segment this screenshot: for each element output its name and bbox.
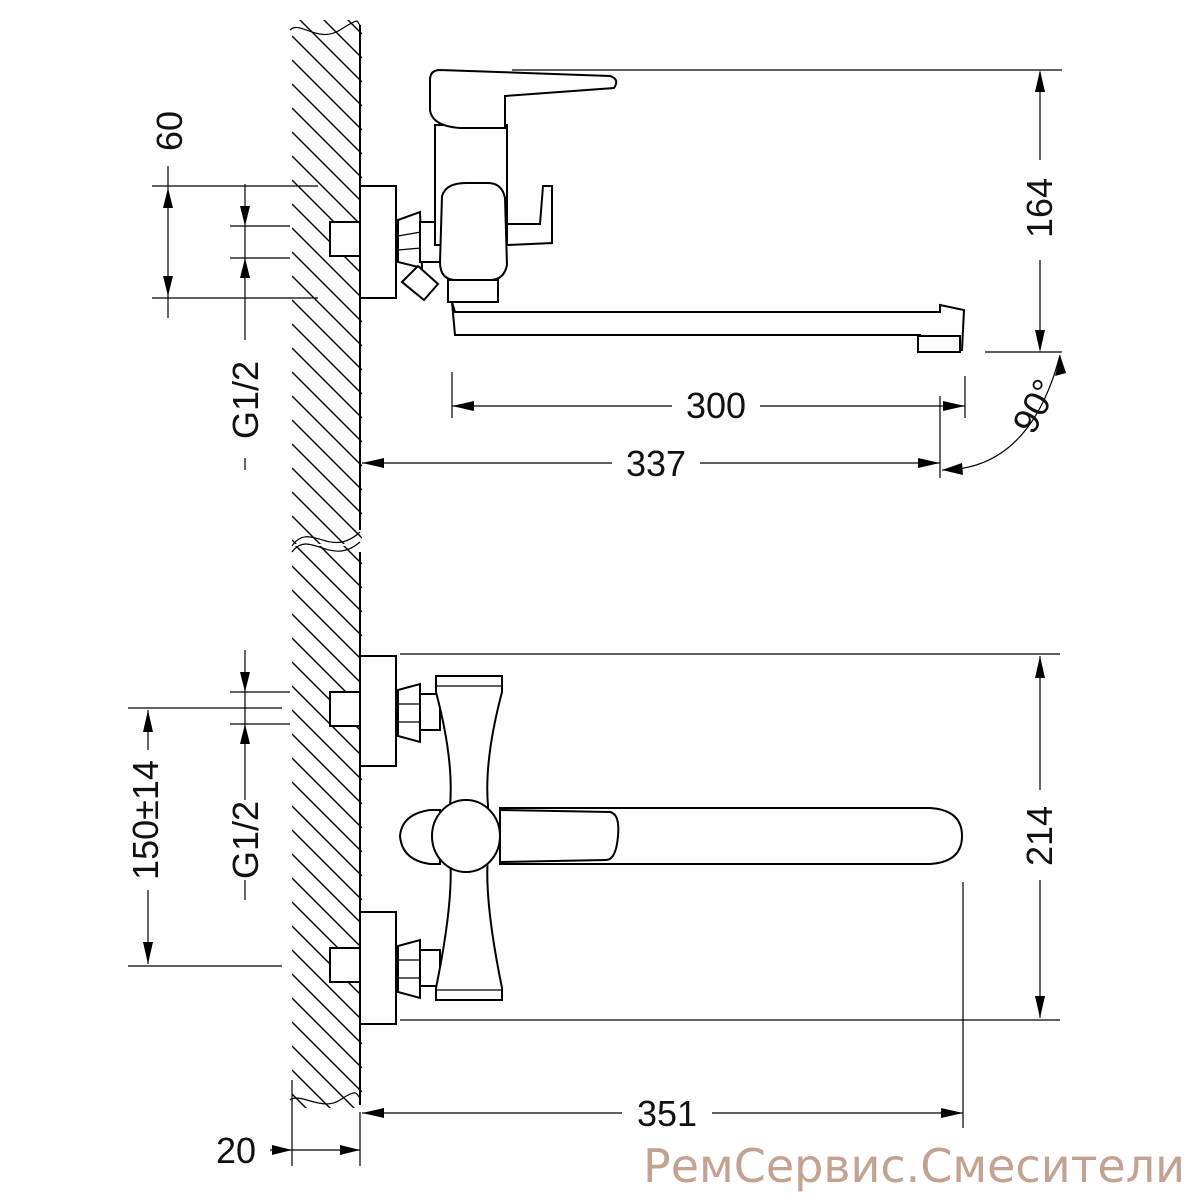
dim-thread-side: G1/2 bbox=[225, 361, 266, 439]
wall-hatch-line bbox=[292, 443, 362, 515]
diverter-knob bbox=[400, 264, 440, 302]
wall-hatch-line bbox=[295, 546, 362, 613]
hex-nut-lower bbox=[397, 938, 421, 1000]
watermark: РемСервис.Смесители bbox=[643, 1139, 1185, 1193]
faucet-side-view bbox=[329, 68, 966, 353]
wall-hatch-line bbox=[292, 1045, 355, 1108]
wall-hatch-line bbox=[292, 419, 362, 491]
wall-hatch-line bbox=[292, 589, 362, 661]
wall-hatching-top bbox=[292, 0, 362, 544]
dim-rotation-angle: 90° bbox=[1004, 372, 1066, 439]
wall-hatch-line bbox=[292, 613, 362, 685]
spout-side bbox=[451, 301, 966, 351]
wall-hatch-line bbox=[292, 371, 362, 443]
wall-hatch-line bbox=[292, 203, 362, 275]
wall-hatch-line bbox=[292, 227, 362, 299]
dimension-lines bbox=[128, 69, 1066, 1166]
wall-hatch-line bbox=[292, 1118, 362, 1188]
wall-hatch-line bbox=[299, 20, 362, 83]
wall-hatch-line bbox=[292, 949, 362, 1021]
wall-hatch-line bbox=[347, 20, 362, 35]
dim-inlet-height: 60 bbox=[149, 111, 190, 151]
wall-hatch-line bbox=[292, 805, 362, 877]
wall-flange-side bbox=[359, 185, 397, 299]
wall-hatch-line bbox=[292, 733, 362, 805]
inlet-pipe-lower bbox=[329, 947, 361, 983]
wall-hatch-line bbox=[292, 59, 362, 131]
inlet-pipe-upper bbox=[329, 691, 361, 727]
wall-hatch-line bbox=[292, 829, 362, 901]
wall-hatch-line bbox=[292, 299, 362, 371]
dim-overall-reach-side: 337 bbox=[626, 443, 686, 484]
wall-hatch-line bbox=[292, 757, 362, 829]
rear-lever-plate bbox=[506, 185, 553, 247]
wall-hatch-line bbox=[343, 546, 362, 565]
wall-hatch-line bbox=[292, 997, 362, 1069]
wall-hatch-line bbox=[292, 1069, 331, 1108]
wall-hatch-line bbox=[292, 131, 362, 203]
wall-hatch-line bbox=[292, 877, 362, 949]
handle-base-top bbox=[398, 809, 441, 865]
wall-hatch-line bbox=[292, 347, 362, 419]
wall-hatch-line bbox=[292, 0, 362, 10]
dim-wall-offset: 20 bbox=[216, 1130, 256, 1171]
wall-hatch-line bbox=[292, 565, 362, 637]
wall-hatch-line bbox=[323, 20, 362, 59]
wall-flange-upper bbox=[359, 655, 397, 767]
wall-hatch-line bbox=[292, 470, 362, 540]
wall-flange-lower bbox=[359, 911, 397, 1025]
wall bbox=[289, 0, 362, 1188]
wall-hatch-line bbox=[292, 251, 362, 323]
wall-hatch-line bbox=[292, 853, 362, 925]
wall-hatch-line bbox=[292, 781, 362, 853]
wall-hatch-line bbox=[292, 1093, 307, 1108]
cartridge-cap-top bbox=[431, 799, 501, 873]
wall-hatch-line bbox=[292, 323, 362, 395]
handle-lever-side bbox=[429, 68, 618, 129]
dim-width-total: 214 bbox=[1019, 806, 1060, 866]
handle-lever-top bbox=[499, 808, 620, 864]
wall-hatch-line bbox=[292, 467, 362, 539]
dim-overall-reach-top: 351 bbox=[637, 1093, 697, 1134]
wall-hatch-line bbox=[292, 107, 362, 179]
wall-hatch-line bbox=[292, 925, 362, 997]
wall-hatch-line bbox=[292, 539, 297, 544]
dim-spout-reach: 300 bbox=[686, 385, 746, 426]
spout-collar bbox=[447, 279, 499, 303]
wall-hatch-line bbox=[292, 395, 362, 467]
dim-center-distance: 150±14 bbox=[125, 760, 166, 880]
hex-nut-side bbox=[397, 210, 424, 270]
wall-hatch-line bbox=[319, 546, 362, 589]
wall-hatch-line bbox=[292, 1021, 362, 1093]
hex-nut-upper bbox=[397, 682, 421, 744]
wall-hatch-line bbox=[292, 491, 345, 544]
wall-hatch-line bbox=[292, 515, 321, 544]
wall-hatch-line bbox=[292, 709, 362, 781]
faucet-top-view bbox=[329, 655, 964, 1025]
wall-hatch-line bbox=[292, 973, 362, 1045]
dimension-labels: 164 300 337 90° 60 G1/2 214 150±14 G1/2 … bbox=[125, 111, 1066, 1171]
aerator bbox=[917, 335, 961, 353]
wall-hatch-line bbox=[292, 155, 362, 227]
wall-hatch-line bbox=[292, 83, 362, 155]
mixer-body-side bbox=[438, 182, 509, 281]
wall-hatch-line bbox=[292, 685, 362, 757]
dim-height-total: 164 bbox=[1019, 178, 1060, 238]
inlet-pipe-side bbox=[329, 221, 361, 257]
wall-hatching-bottom bbox=[292, 470, 362, 1188]
dim-thread-top: G1/2 bbox=[225, 801, 266, 879]
wall-hatch-line bbox=[292, 35, 362, 107]
wall-hatch-line bbox=[292, 275, 362, 347]
